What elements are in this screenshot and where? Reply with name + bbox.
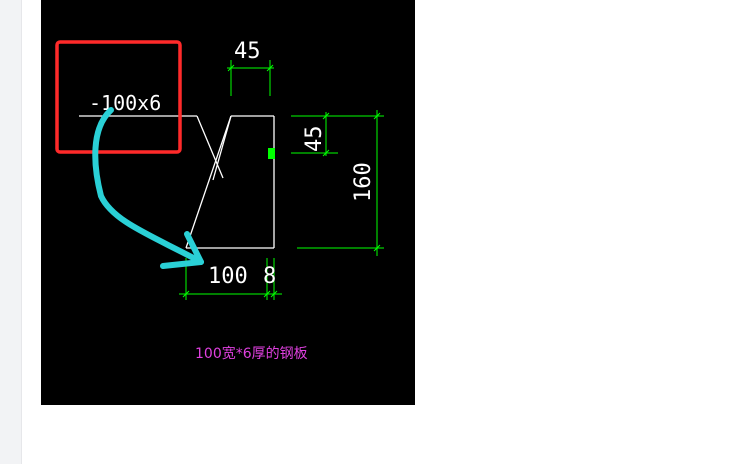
- highlight-box: [55, 40, 182, 154]
- dim-right-large-tick-bottom: [373, 244, 381, 252]
- caption-text: 100宽*6厚的钢板: [195, 345, 308, 362]
- web-slant-line: [185, 115, 232, 249]
- grip-marker[interactable]: [268, 148, 275, 159]
- dimension-lines: [179, 60, 384, 300]
- dim-bottom-width-text: 100: [208, 264, 248, 289]
- dim-bottom-tick-right: [270, 290, 278, 298]
- dim-bottom-tick-mid: [263, 290, 271, 298]
- dim-right-small-text: 45: [302, 126, 327, 153]
- dim-top-tick-left: [227, 64, 235, 72]
- dim-right-large-text: 160: [351, 162, 376, 202]
- section-label: -100x6: [89, 91, 161, 115]
- dim-top-text: 45: [234, 39, 261, 64]
- annotation-arrow-icon: [92, 107, 204, 269]
- cad-drawing-panel: 45 45 160 100 8 -100x6 100宽*6厚的钢板: [41, 0, 415, 405]
- cad-drawing: 45 45 160 100 8 -100x6 100宽*6厚的钢板: [55, 39, 384, 362]
- part-outline: [79, 115, 275, 249]
- left-gutter: [0, 0, 22, 464]
- dim-bottom-tick-left: [182, 290, 190, 298]
- dim-right-small-tick-bottom: [322, 149, 330, 157]
- dim-top-tick-right: [266, 64, 274, 72]
- dim-bottom-thickness-text: 8: [263, 264, 276, 289]
- chamfer-line: [196, 115, 224, 179]
- dim-right-large-tick-top: [373, 112, 381, 120]
